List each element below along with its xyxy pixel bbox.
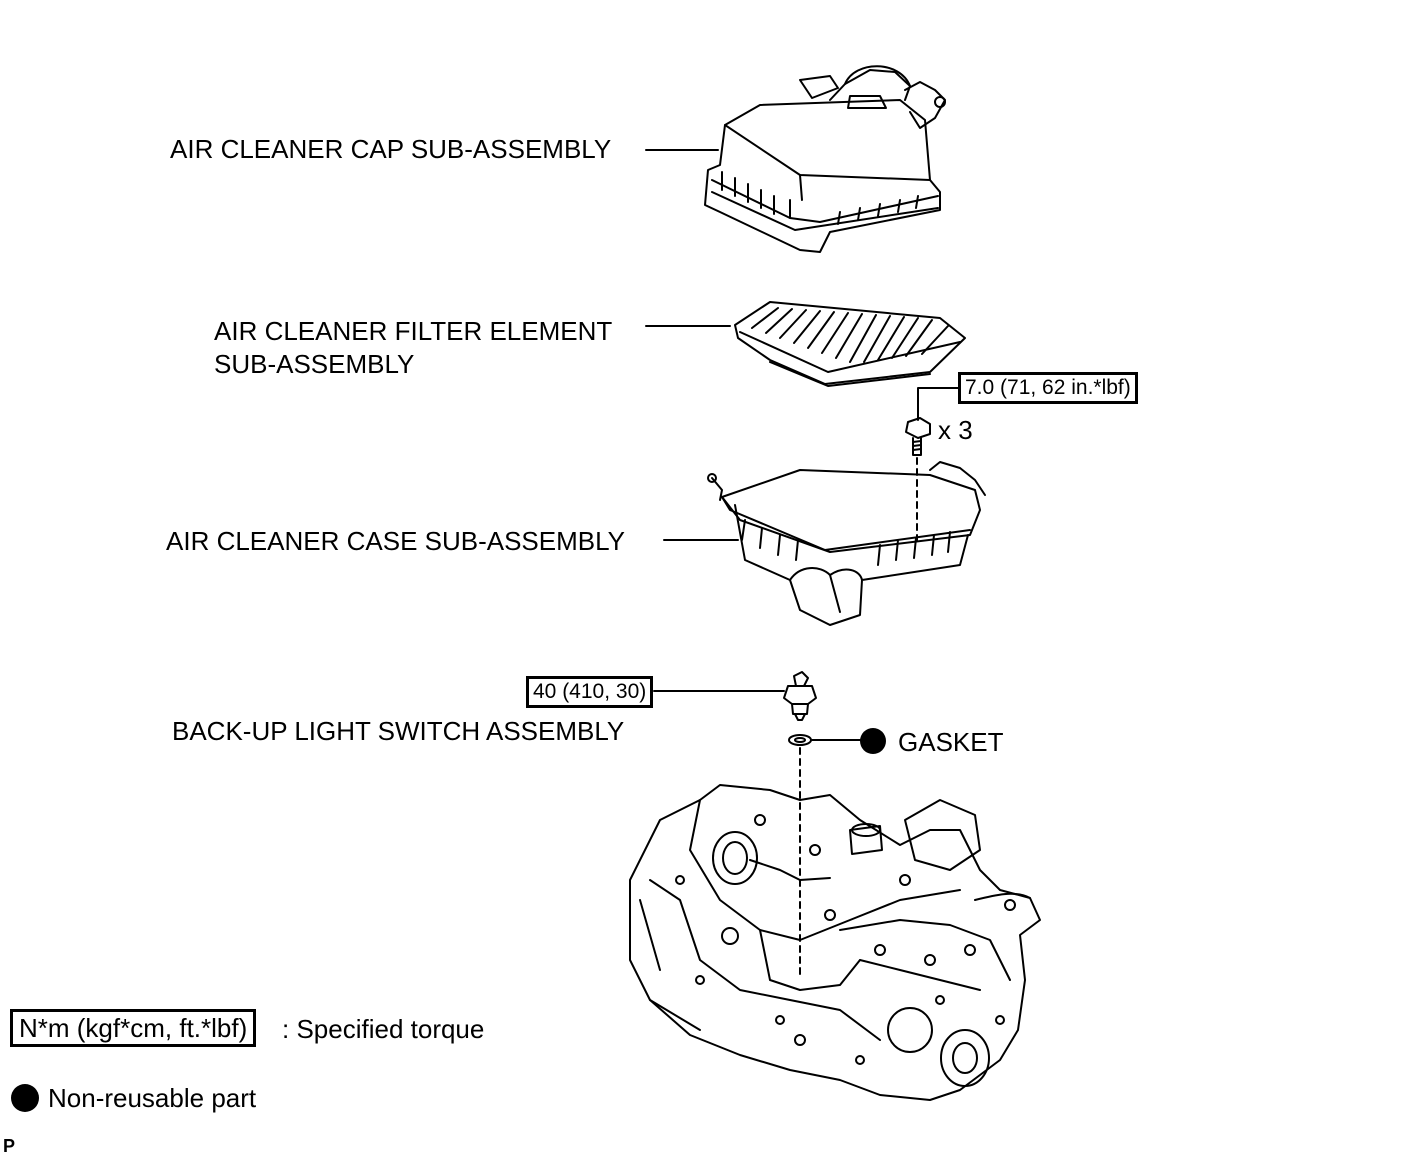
gasket-label: GASKET: [898, 727, 1004, 757]
bolt-drawing: [905, 417, 931, 456]
gasket-drawing: [788, 734, 812, 746]
bolt-torque-spec-box: 7.0 (71, 62 in.*lbf): [958, 372, 1138, 404]
air-cleaner-filter-label-line2: SUB-ASSEMBLY: [214, 349, 415, 379]
switch-torque-spec-box: 40 (410, 30): [526, 676, 654, 708]
transaxle-drawing: [629, 784, 1041, 1101]
bolt-quantity-label: x 3: [938, 415, 973, 445]
air-cleaner-case-label: AIR CLEANER CASE SUB-ASSEMBLY: [166, 526, 625, 556]
legend-torque-unit-box: N*m (kgf*cm, ft.*lbf): [10, 1009, 257, 1047]
air-cleaner-case-drawing: [707, 461, 986, 626]
air-cleaner-filter-label-line1: AIR CLEANER FILTER ELEMENT: [214, 316, 613, 346]
bolt-leader-line: [917, 387, 959, 421]
legend-nonreusable-text: Non-reusable part: [48, 1083, 257, 1113]
gasket-nonreusable-dot-icon: [860, 728, 886, 754]
legend-nonreusable-dot-icon: [11, 1084, 39, 1112]
legend-torque-text: : Specified torque: [282, 1014, 485, 1044]
backup-light-switch-drawing: [783, 671, 817, 721]
air-cleaner-cap-label: AIR CLEANER CAP SUB-ASSEMBLY: [170, 134, 612, 164]
corner-mark: P: [3, 1136, 16, 1156]
filter-element-drawing: [734, 301, 966, 387]
air-cleaner-cap-drawing: [704, 65, 946, 253]
backup-light-switch-label: BACK-UP LIGHT SWITCH ASSEMBLY: [172, 716, 625, 746]
